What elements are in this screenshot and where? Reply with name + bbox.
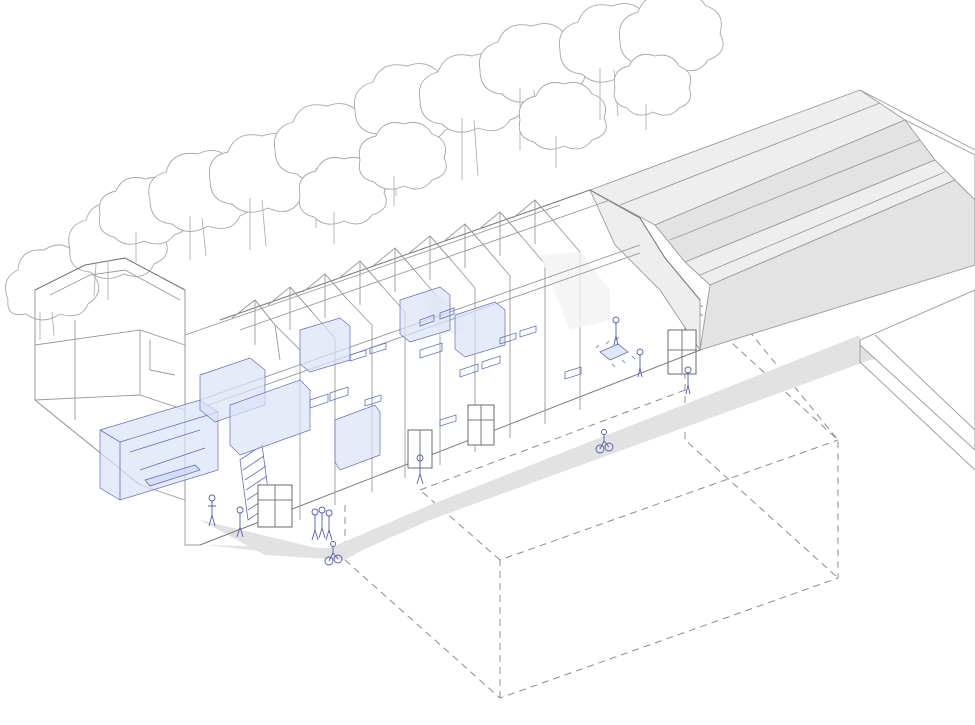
bay [407, 235, 476, 452]
bay [372, 247, 441, 465]
cyclist [324, 541, 343, 566]
meeting-table [599, 343, 629, 361]
tree [613, 53, 692, 130]
person [636, 348, 644, 378]
bay [512, 199, 581, 410]
closed-roof-bays [588, 89, 975, 375]
tree [518, 81, 607, 168]
bay [442, 223, 511, 438]
people [208, 316, 692, 541]
left-gable-block [34, 257, 200, 546]
person [684, 366, 692, 395]
person-group [311, 506, 333, 541]
bay [231, 299, 301, 520]
cyclists [324, 429, 614, 566]
tree [358, 121, 447, 206]
neighbouring-building [859, 289, 975, 471]
person [416, 454, 424, 485]
cyclist [595, 429, 614, 454]
furniture [309, 307, 582, 427]
bay [337, 260, 406, 478]
dashed-site-volume [344, 299, 839, 699]
person [236, 506, 244, 538]
person [612, 316, 620, 346]
person [208, 494, 216, 527]
bay [477, 211, 546, 424]
tree-line [5, 0, 724, 340]
interior-fitout [99, 286, 636, 528]
